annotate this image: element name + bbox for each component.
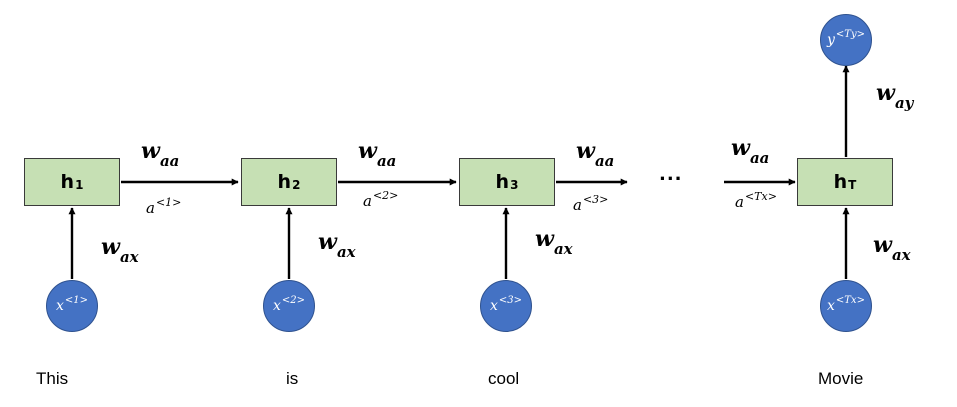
activation-symbol: a [573,196,582,214]
weight-symbol: w [873,232,892,258]
input-node-2: x<2> [263,280,315,332]
weight-subscript: aa [594,152,615,171]
activation-index: <1> [155,196,182,209]
word-label-3: cool [488,369,520,388]
weight-symbol: w [576,138,595,164]
hidden-state-label: h [495,171,510,193]
weight-ax-2: wax [318,229,356,262]
hidden-state-index: 3 [510,178,519,192]
activation-label-2: a<2> [363,189,399,210]
weight-aa-2: waa [358,138,397,171]
weight-subscript: ax [119,248,139,267]
weight-subscript: ay [894,94,914,113]
sequence-ellipsis: ... [659,164,683,185]
weight-subscript: aa [749,149,770,168]
activation-symbol: a [146,199,155,217]
weight-aa-1: waa [141,138,180,171]
weight-symbol: w [731,135,750,161]
weight-subscript: ax [553,240,573,259]
weight-subscript: ax [336,243,356,262]
input-node-1: x<1> [46,280,98,332]
activation-index: <3> [582,193,609,206]
weight-symbol: w [101,234,120,260]
activation-label-T: a<Tx> [735,190,777,211]
activation-label-3: a<3> [573,193,609,214]
input-label: x [55,298,64,314]
hidden-state-index: 1 [75,178,84,192]
weight-symbol: w [876,80,895,106]
activation-index: <Tx> [744,190,777,203]
weight-aa-3: waa [576,138,615,171]
input-index: <3> [498,294,523,306]
word-label-1: This [36,369,69,388]
weight-ax-1: wax [101,234,139,267]
output-label: y [827,32,835,48]
weight-symbol: w [358,138,377,164]
input-label: x [272,298,281,314]
weight-symbol: w [535,226,554,252]
input-node-3: x<3> [480,280,532,332]
hidden-state-label: h [277,171,292,193]
hidden-state-index: 2 [292,178,301,192]
weight-subscript: aa [159,152,180,171]
weight-ay: way [876,80,914,113]
input-index: <Tx> [835,294,865,306]
weight-symbol: w [318,229,337,255]
activation-label-1: a<1> [146,196,182,217]
word-label-4: Movie [818,369,864,388]
output-node: y<Ty> [820,14,872,66]
hidden-state-label: h [833,171,848,193]
weight-ax-T: wax [873,232,911,265]
input-index: <2> [281,294,306,306]
input-label: x [827,298,835,314]
input-label: x [489,298,498,314]
input-index: <1> [64,294,89,306]
weight-subscript: ax [891,246,911,265]
hidden-state-label: h [60,171,75,193]
hidden-state-index: T [848,178,857,192]
activation-symbol: a [363,192,372,210]
weight-aa-T: waa [731,135,770,168]
word-label-2: is [286,369,299,388]
input-node-T: x<Tx> [820,280,872,332]
activation-index: <2> [372,189,399,202]
activation-symbol: a [735,193,744,211]
weight-ax-3: wax [535,226,573,259]
output-index: <Ty> [835,28,865,40]
weight-symbol: w [141,138,160,164]
weight-subscript: aa [376,152,397,171]
